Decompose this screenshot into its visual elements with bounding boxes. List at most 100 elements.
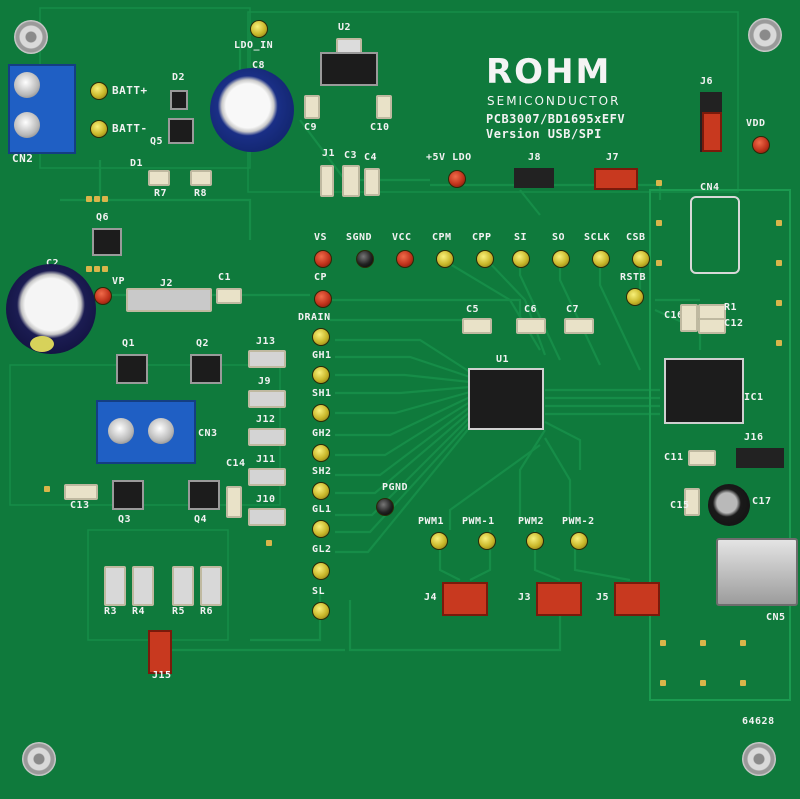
testpoint-sl[interactable] — [312, 602, 330, 620]
component-j12 — [248, 428, 286, 446]
testpoint-cp[interactable] — [314, 290, 332, 308]
component-c9 — [304, 95, 320, 119]
testpoint-vp[interactable] — [94, 287, 112, 305]
jumper-j7[interactable] — [594, 168, 638, 190]
jumper-j15[interactable] — [148, 630, 172, 674]
jumper-j16[interactable] — [736, 448, 784, 468]
label-j5: J5 — [596, 592, 610, 603]
resistor-r3 — [104, 566, 126, 606]
testpoint-si[interactable] — [512, 250, 530, 268]
testpoint-pgnd[interactable] — [376, 498, 394, 516]
label-c16: C16 — [664, 310, 684, 321]
via-pad — [656, 220, 662, 226]
testpoint-sh2[interactable] — [312, 482, 330, 500]
testpoint-batt-minus[interactable] — [90, 120, 108, 138]
component-d1 — [148, 170, 170, 186]
label-j13: J13 — [256, 336, 276, 347]
testpoint-vs[interactable] — [314, 250, 332, 268]
resistor-r6 — [200, 566, 222, 606]
testpoint-pwm-1[interactable] — [478, 532, 496, 550]
jumper-j5[interactable] — [614, 582, 660, 616]
mounting-hole-top-right — [748, 18, 782, 52]
label-q1: Q1 — [122, 338, 136, 349]
label-q6: Q6 — [96, 212, 110, 223]
testpoint-so[interactable] — [552, 250, 570, 268]
component-j2 — [126, 288, 212, 312]
label-c17: C17 — [752, 496, 772, 507]
cn5-usb-connector[interactable] — [716, 538, 798, 606]
label-pwm1: PWM1 — [418, 516, 445, 527]
testpoint-cpm[interactable] — [436, 250, 454, 268]
testpoint-drain[interactable] — [312, 328, 330, 346]
testpoint-ldo-in[interactable] — [250, 20, 268, 38]
board-serial: 64628 — [742, 716, 775, 727]
component-c13 — [64, 484, 98, 500]
testpoint-5v-ldo[interactable] — [448, 170, 466, 188]
label-r6: R6 — [200, 606, 214, 617]
label-batt-minus: BATT- — [112, 122, 148, 135]
label-u1: U1 — [496, 354, 510, 365]
label-d1: D1 — [130, 158, 144, 169]
testpoint-sclk[interactable] — [592, 250, 610, 268]
label-j15: J15 — [152, 670, 172, 681]
label-c5: C5 — [466, 304, 480, 315]
ic1-usb-interface-ic — [664, 358, 744, 424]
label-cpp: CPP — [472, 232, 492, 243]
testpoint-sgnd[interactable] — [356, 250, 374, 268]
testpoint-sh1[interactable] — [312, 404, 330, 422]
component-c1 — [216, 288, 242, 304]
label-c4: C4 — [364, 152, 378, 163]
label-c10: C10 — [370, 122, 390, 133]
jumper-j4[interactable] — [442, 582, 488, 616]
jumper-j3[interactable] — [536, 582, 582, 616]
label-pgnd: PGND — [382, 482, 409, 493]
via-pad — [776, 340, 782, 346]
testpoint-batt-plus[interactable] — [90, 82, 108, 100]
testpoint-vdd[interactable] — [752, 136, 770, 154]
brand-subtitle: SEMICONDUCTOR — [487, 94, 621, 108]
testpoint-rstb[interactable] — [626, 288, 644, 306]
label-cn2: CN2 — [12, 152, 34, 165]
testpoint-vcc[interactable] — [396, 250, 414, 268]
label-c3: C3 — [344, 150, 358, 161]
label-csb: CSB — [626, 232, 646, 243]
testpoint-pwm-2[interactable] — [570, 532, 588, 550]
label-sh1: SH1 — [312, 388, 332, 399]
c8-electrolytic-capacitor — [210, 68, 294, 152]
testpoint-gl2[interactable] — [312, 562, 330, 580]
via-pad — [102, 266, 108, 272]
testpoint-pwm2[interactable] — [526, 532, 544, 550]
via-pad — [740, 680, 746, 686]
label-rstb: RSTB — [620, 272, 647, 283]
label-gh2: GH2 — [312, 428, 332, 439]
label-si: SI — [514, 232, 528, 243]
label-c14: C14 — [226, 458, 246, 469]
label-c7: C7 — [566, 304, 580, 315]
label-cp: CP — [314, 272, 328, 283]
component-c3 — [342, 165, 360, 197]
resistor-r5 — [172, 566, 194, 606]
testpoint-gh1[interactable] — [312, 366, 330, 384]
label-r5: R5 — [172, 606, 186, 617]
component-c10 — [376, 95, 392, 119]
label-sh2: SH2 — [312, 466, 332, 477]
via-pad — [740, 640, 746, 646]
label-cn4: CN4 — [700, 182, 720, 193]
component-j1 — [320, 165, 334, 197]
label-cpm: CPM — [432, 232, 452, 243]
via-pad — [660, 640, 666, 646]
jumper-j6[interactable] — [702, 112, 722, 152]
testpoint-cpp[interactable] — [476, 250, 494, 268]
q4-transistor — [188, 480, 220, 510]
d2-diode — [170, 90, 188, 110]
testpoint-csb[interactable] — [632, 250, 650, 268]
testpoint-gh2[interactable] — [312, 444, 330, 462]
testpoint-gl1[interactable] — [312, 520, 330, 538]
via-pad — [102, 196, 108, 202]
u2-regulator — [320, 52, 378, 86]
label-ic1: IC1 — [744, 392, 764, 403]
jumper-j8[interactable] — [514, 168, 554, 188]
via-pad — [776, 300, 782, 306]
testpoint-pwm1[interactable] — [430, 532, 448, 550]
